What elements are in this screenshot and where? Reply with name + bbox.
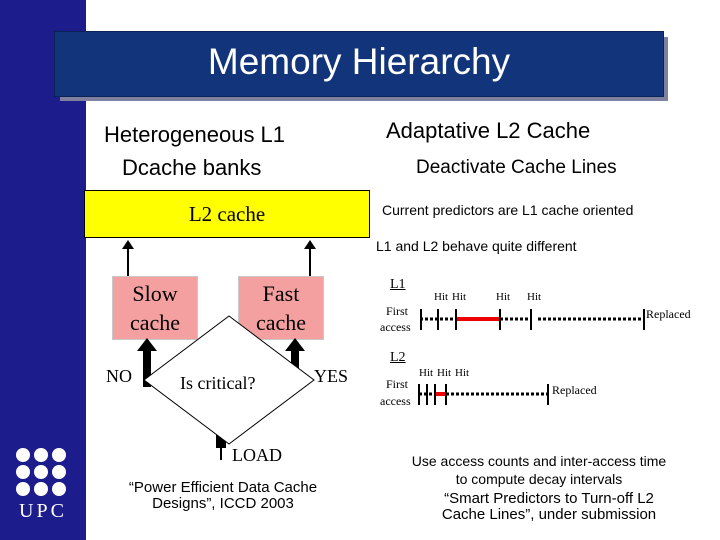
- l2-label: L2: [390, 350, 406, 365]
- l2-hit-1: Hit: [419, 367, 434, 379]
- right-heading: Adaptative L2 Cache: [386, 118, 591, 143]
- right-reference: “Smart Predictors to Turn-off L2 Cache L…: [404, 491, 694, 523]
- decision-diamond: [143, 315, 315, 445]
- logo-text: UPC: [19, 500, 67, 522]
- fast-cache-box: Fast cache: [238, 276, 324, 340]
- l1-hit-1: Hit: [434, 291, 449, 303]
- left-heading-line1: Heterogeneous L1: [104, 122, 286, 147]
- l1-hit-4: Hit: [527, 291, 542, 303]
- title-box: [54, 31, 664, 97]
- l2-hit-2: Hit: [437, 367, 452, 379]
- l2-first: First: [386, 377, 409, 391]
- l2-replaced: Replaced: [552, 383, 597, 397]
- l1-access: access: [380, 320, 411, 334]
- l1-first: First: [386, 304, 409, 318]
- slow-cache-box: Slow cache: [112, 276, 198, 340]
- left-heading-line2: Dcache banks: [122, 155, 262, 180]
- l1-replaced: Replaced: [646, 307, 691, 321]
- decay-note: Use access counts and inter-access time …: [374, 452, 704, 488]
- l2-cache-label: L2 cache: [188, 201, 266, 226]
- right-subheading: Deactivate Cache Lines: [416, 157, 617, 178]
- slow-cache-line1: Slow: [132, 281, 178, 306]
- fast-cache-line1: Fast: [262, 281, 300, 306]
- left-reference: “Power Efficient Data Cache Designs”, IC…: [108, 480, 338, 512]
- decay-note-line2: to compute decay intervals: [455, 471, 623, 487]
- slow-arrow-icon: [137, 338, 157, 387]
- l2-hit-3: Hit: [455, 367, 470, 379]
- yes-label: YES: [314, 366, 349, 386]
- note-predictors: Current predictors are L1 cache oriented: [382, 202, 634, 218]
- right-ref-line2: Cache Lines”, under submission: [441, 506, 657, 523]
- l1-hit-2: Hit: [452, 291, 467, 303]
- no-label: NO: [106, 366, 132, 386]
- fast-arrow-icon: [285, 338, 305, 387]
- l2-access: access: [380, 394, 411, 408]
- load-label: LOAD: [232, 445, 282, 465]
- left-ref-line1: “Power Efficient Data Cache: [128, 479, 318, 496]
- decay-note-line1: Use access counts and inter-access time: [411, 453, 667, 469]
- page-title: Memory Hierarchy: [207, 41, 511, 82]
- slow-cache-line2: cache: [129, 310, 181, 335]
- right-ref-line1: “Smart Predictors to Turn-off L2: [444, 490, 654, 507]
- decision-text: Is critical?: [180, 373, 256, 393]
- note-behave: L1 and L2 behave quite different: [376, 238, 577, 254]
- left-ref-line2: Designs”, ICCD 2003: [152, 495, 294, 512]
- l1-hit-3: Hit: [496, 291, 511, 303]
- l1-label: L1: [390, 277, 406, 292]
- fast-cache-line2: cache: [255, 310, 307, 335]
- l2-cache-box: L2 cache: [84, 190, 370, 238]
